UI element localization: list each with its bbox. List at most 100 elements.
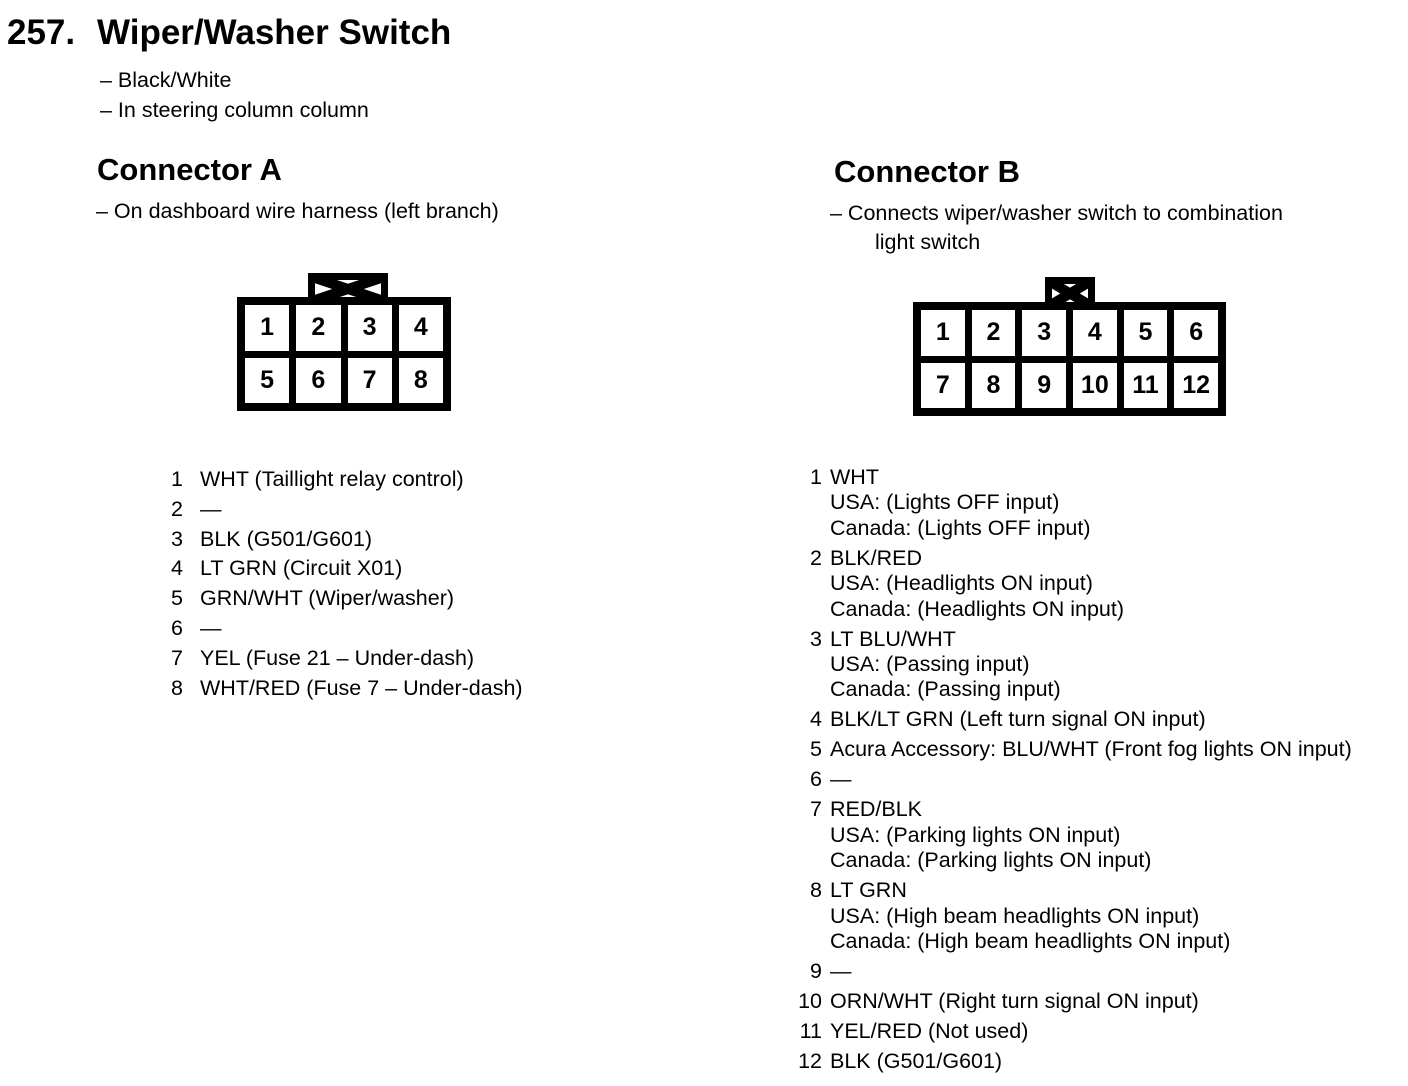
pin-cell: 3 xyxy=(347,305,392,351)
pin-row: 2— xyxy=(167,495,523,525)
pin-sub-usa: USA: (High beam headlights ON input) xyxy=(830,903,1200,928)
pin-number: 3 xyxy=(810,626,822,651)
connector-b-heading: Connector B xyxy=(834,154,1020,189)
pin-description: ORN/WHT (Right turn signal ON input) xyxy=(830,989,1199,1014)
pin-cell: 8 xyxy=(971,362,1016,408)
pin-entry: 4 BLK/LT GRN (Left turn signal ON input) xyxy=(789,707,1352,732)
pin-sub-usa: USA: (Parking lights ON input) xyxy=(830,822,1121,847)
connector-a-pin-grid: 1 2 3 4 5 6 7 8 xyxy=(237,297,451,411)
pin-row: 3 BLK (G501/G601) xyxy=(167,525,523,555)
pin-sub-usa: USA: (Passing input) xyxy=(830,652,1030,677)
pin-number: 7 xyxy=(171,645,183,670)
pin-description: YEL/RED (Not used) xyxy=(830,1019,1029,1044)
pin-cell: 5 xyxy=(245,357,290,403)
doc-notes: – Black/White – In steering column colum… xyxy=(100,66,369,125)
pin-cell: 8 xyxy=(398,357,443,403)
pin-cell: 2 xyxy=(296,305,341,351)
pin-sub-usa: USA: (Lights OFF input) xyxy=(830,490,1060,515)
pin-row: 6— xyxy=(167,614,523,644)
pin-description: WHT xyxy=(830,465,879,489)
pin-cell: 3 xyxy=(1022,310,1066,356)
pin-entry: 1 WHT USA: (Lights OFF input) Canada: (Li… xyxy=(789,465,1352,541)
pin-entry: 10 ORN/WHT (Right turn signal ON input) xyxy=(789,989,1352,1014)
pin-entry: 6— xyxy=(789,767,1352,792)
pin-description: YEL (Fuse 21 – Under-dash) xyxy=(200,645,475,670)
pin-description: — xyxy=(200,615,222,640)
pin-sub-canada: Canada: (High beam headlights ON input) xyxy=(830,929,1231,954)
pin-description: WHT (Taillight relay control) xyxy=(200,467,464,491)
pin-sub-canada: Canada: (Lights OFF input) xyxy=(830,515,1091,540)
page-title: Wiper/Washer Switch xyxy=(97,13,452,52)
pin-description: GRN/WHT (Wiper/washer) xyxy=(200,586,455,611)
key-tab-x-icon xyxy=(1052,284,1088,303)
pin-row: 5 GRN/WHT (Wiper/washer) xyxy=(167,584,523,614)
pin-number: 10 xyxy=(798,989,822,1014)
pin-entry: 12 BLK (G501/G601) xyxy=(789,1049,1352,1074)
pin-cell: 5 xyxy=(1123,310,1168,356)
pin-number: 2 xyxy=(171,496,183,521)
pin-cell: 1 xyxy=(245,305,290,351)
connector-b-pin-list: 1 WHT USA: (Lights OFF input) Canada: (Li… xyxy=(789,465,1352,1079)
pin-description: BLK/RED xyxy=(830,545,923,570)
pin-number: 9 xyxy=(810,959,822,984)
pin-cell: 6 xyxy=(296,357,341,403)
pin-number: 8 xyxy=(171,675,183,700)
key-tab-x-icon xyxy=(315,280,381,298)
pin-description: LT GRN xyxy=(830,878,907,903)
connector-b-note-line2: light switch xyxy=(875,230,981,254)
pin-number: 6 xyxy=(171,615,183,640)
pin-entry: 9— xyxy=(789,959,1352,984)
pin-description: — xyxy=(830,959,852,984)
pin-cell: 9 xyxy=(1022,362,1066,408)
pin-cell: 4 xyxy=(398,305,443,351)
pin-sub-canada: Canada: (Parking lights ON input) xyxy=(830,848,1152,873)
pin-cell: 4 xyxy=(1073,310,1117,356)
pin-sub-canada: Canada: (Headlights ON input) xyxy=(830,596,1124,621)
pin-sub-usa: USA: (Headlights ON input) xyxy=(830,571,1093,596)
pin-number: 8 xyxy=(810,878,822,903)
pin-cell: 2 xyxy=(971,310,1016,356)
pin-cell: 6 xyxy=(1174,310,1218,356)
connector-b-diagram: 1 2 3 4 5 6 7 8 9 10 11 12 xyxy=(913,277,1226,416)
connector-a-heading: Connector A xyxy=(97,152,282,187)
pin-number: 4 xyxy=(810,707,822,732)
pin-description: Acura Accessory: BLU/WHT (Front fog ligh… xyxy=(830,737,1352,762)
pin-cell: 7 xyxy=(347,357,392,403)
pin-cell: 7 xyxy=(921,362,965,408)
pin-number: 1 xyxy=(810,465,822,489)
pin-description: BLK (G501/G601) xyxy=(200,526,373,551)
pin-number: 5 xyxy=(171,586,183,611)
pin-cell: 12 xyxy=(1174,362,1218,408)
pin-number: 12 xyxy=(798,1049,822,1074)
pin-number: 3 xyxy=(171,526,183,551)
pin-description: RED/BLK xyxy=(830,797,923,822)
pin-number: 2 xyxy=(810,545,822,570)
pin-description: BLK/LT GRN (Left turn signal ON input) xyxy=(830,707,1206,732)
pin-number: 7 xyxy=(810,797,822,822)
pin-cell: 11 xyxy=(1123,362,1168,408)
connector-a-note: – On dashboard wire harness (left branch… xyxy=(96,199,499,223)
pin-description: LT GRN (Circuit X01) xyxy=(200,556,403,581)
connector-b-note-line1: – Connects wiper/washer switch to combin… xyxy=(830,201,1283,225)
connector-a-diagram: 1 2 3 4 5 6 7 8 xyxy=(237,273,451,411)
pin-row: 4 LT GRN (Circuit X01) xyxy=(167,554,523,584)
pin-entry: 8 LT GRN USA: (High beam headlights ON in… xyxy=(789,878,1352,954)
note-color: – Black/White xyxy=(100,68,232,92)
pin-row: 7 YEL (Fuse 21 – Under-dash) xyxy=(167,644,523,674)
pin-description: — xyxy=(830,767,852,792)
pin-description: — xyxy=(200,496,222,521)
pin-description: BLK (G501/G601) xyxy=(830,1049,1003,1074)
doc-title: 257. Wiper/Washer Switch xyxy=(7,14,451,52)
pin-number: 6 xyxy=(810,767,822,792)
pin-sub-canada: Canada: (Passing input) xyxy=(830,677,1061,702)
pin-number: 4 xyxy=(171,556,183,581)
section-number: 257. xyxy=(7,13,76,52)
